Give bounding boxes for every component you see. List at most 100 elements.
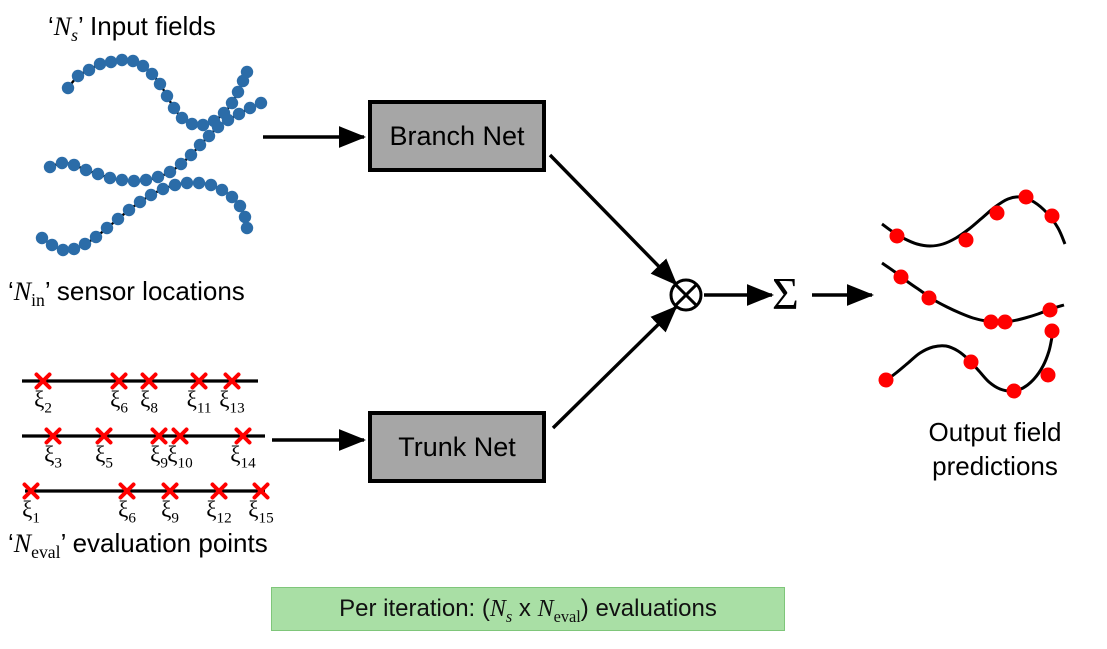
output-prediction-dots [878, 189, 1060, 399]
output-field-curves [881, 195, 1067, 393]
sensor-dot [145, 67, 159, 81]
sensor-dot [240, 65, 254, 79]
sensor-dot [89, 230, 103, 244]
output-dot [958, 232, 974, 248]
sensor-dot [180, 176, 194, 190]
eval-mark [118, 482, 136, 500]
sensor-dot [43, 160, 57, 174]
sensor-dot [192, 176, 206, 190]
output-dot [1044, 208, 1060, 224]
sensor-dot [215, 183, 229, 197]
eval-mark-x [190, 372, 208, 390]
sensor-dot [238, 210, 252, 224]
sensor-dot [55, 156, 69, 170]
eval-point-label: ξ14 [230, 442, 256, 472]
sensor-dot [82, 63, 96, 77]
eval-point-label: ξ9 [150, 442, 168, 472]
eval-mark [22, 482, 40, 500]
sensor-dot [196, 118, 210, 132]
evaluation-points-label: ‘Neval’ evaluation points [8, 528, 268, 563]
eval-mark-x [210, 482, 228, 500]
sensor-dot [193, 138, 207, 152]
sensor-dot [184, 148, 198, 162]
trunk-net-label: Trunk Net [398, 431, 516, 462]
sensor-dot [204, 178, 218, 192]
eval-mark-x [95, 427, 113, 445]
sensor-dot [115, 53, 129, 67]
output-dot [983, 314, 999, 330]
eval-mark-x [22, 482, 40, 500]
eval-mark-x [118, 482, 136, 500]
per-iteration-banner: Per iteration: (Ns x Neval) evaluations [271, 587, 785, 631]
eval-point-label: ξ13 [219, 387, 245, 417]
output-dot [1044, 323, 1060, 339]
branch-net-label: Branch Net [389, 120, 525, 151]
eval-mark-x [161, 482, 179, 500]
sensor-dot [104, 55, 118, 69]
output-dot [997, 314, 1013, 330]
branch-net-box[interactable]: Branch Net [368, 100, 546, 172]
sensor-dot [211, 120, 225, 134]
evaluation-point-lines [22, 379, 265, 493]
sensor-location-dots [35, 53, 268, 257]
sensor-dot [67, 158, 81, 172]
trunk-net-box[interactable]: Trunk Net [368, 411, 546, 483]
sensor-dot [153, 77, 167, 91]
sensor-dot [175, 111, 189, 125]
eval-mark [252, 482, 270, 500]
sensor-dot [168, 178, 182, 192]
sensor-dot [240, 221, 254, 235]
output-curve-1 [881, 195, 1067, 248]
sensor-dot [126, 54, 140, 68]
sensor-dot [136, 59, 150, 73]
eval-mark [140, 372, 158, 390]
output-predictions-label: Output field predictions [928, 417, 1062, 481]
sensor-dot [151, 170, 165, 184]
eval-mark-x [44, 427, 62, 445]
eval-mark-x [171, 427, 189, 445]
eval-mark [210, 482, 228, 500]
eval-mark [234, 427, 252, 445]
evaluation-point-marks [22, 372, 270, 500]
tensor-product-symbol [669, 278, 703, 312]
sensor-dot [103, 171, 117, 185]
sensor-dot [167, 101, 181, 115]
flow-arrows [263, 126, 875, 451]
sensor-dot [163, 165, 177, 179]
arrow-trunk-to-product [551, 305, 678, 430]
eval-mark-x [234, 427, 252, 445]
sensor-dot [35, 231, 49, 245]
banner-text: Per iteration: (Ns x Neval) evaluations [339, 595, 717, 626]
eval-mark-x [140, 372, 158, 390]
eval-mark-x [150, 427, 168, 445]
sensor-dot [185, 117, 199, 131]
input-field-curves [41, 58, 262, 252]
sensor-dot [115, 173, 129, 187]
sensor-dot [156, 182, 170, 196]
sensor-dot [61, 81, 75, 95]
sensor-dot [221, 113, 235, 127]
sensor-dot [93, 57, 107, 71]
output-dot [921, 290, 937, 306]
sensor-dot [79, 163, 93, 177]
eval-mark [171, 427, 189, 445]
eval-point-label: ξ15 [248, 497, 274, 527]
output-dot [1006, 383, 1022, 399]
output-dot [1018, 189, 1034, 205]
sensor-dot [144, 188, 158, 202]
eval-mark [190, 372, 208, 390]
eval-mark [110, 372, 128, 390]
sensor-dot [225, 96, 239, 110]
sensor-dot [232, 107, 246, 121]
eval-point-label: ξ9 [161, 497, 179, 527]
eval-point-label: ξ2 [34, 387, 52, 417]
sensor-dot [111, 212, 125, 226]
summation-icon: Σ [772, 268, 799, 319]
input-curve-3 [41, 181, 249, 252]
eval-point-label: ξ5 [95, 442, 113, 472]
eval-mark-x [223, 372, 241, 390]
output-dot [1040, 367, 1056, 383]
sensor-dot [100, 221, 114, 235]
eval-point-label: ξ8 [140, 387, 158, 417]
